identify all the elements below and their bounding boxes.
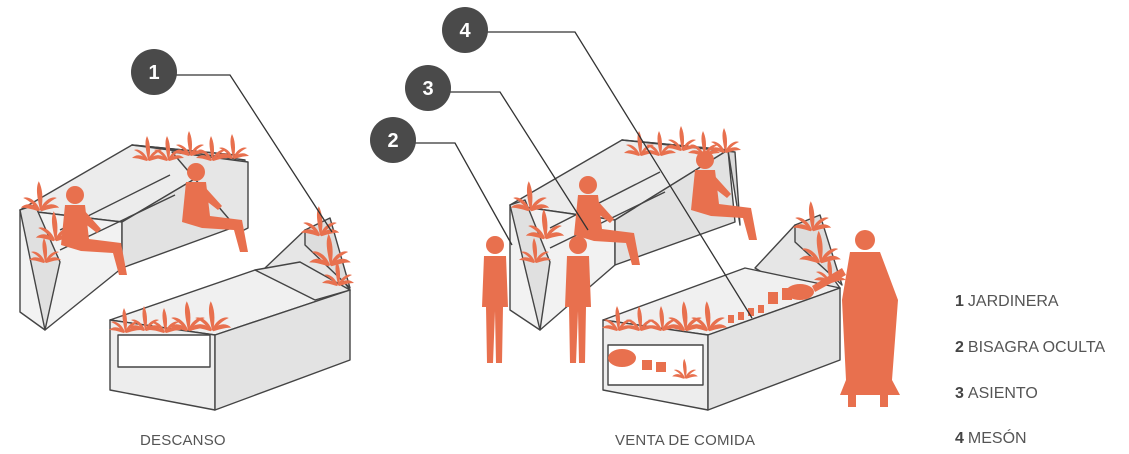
- scene-descanso: [19, 131, 354, 411]
- leader-line-1: [175, 74, 333, 233]
- caption-descanso: DESCANSO: [140, 432, 226, 449]
- legend-label: MESÓN: [967, 430, 1027, 447]
- callout-number-4: 4: [459, 20, 471, 42]
- furniture-venta: [509, 139, 843, 411]
- legend-label: JARDINERA: [967, 293, 1059, 310]
- callout-badge-4: 4: [442, 7, 488, 53]
- legend-number: 1: [955, 293, 964, 310]
- furniture-descanso: [19, 144, 351, 411]
- leader-line-2: [415, 142, 513, 246]
- people-venta: [482, 151, 900, 407]
- scene-venta-de-comida: [482, 126, 900, 411]
- legend-label: BISAGRA OCULTA: [967, 339, 1106, 356]
- callout-number-2: 2: [387, 130, 398, 152]
- legend-number: 2: [955, 339, 964, 356]
- leader-lines: [175, 31, 753, 319]
- callout-badge-1: 1: [131, 49, 177, 95]
- food-items: [608, 284, 814, 379]
- legend-label: ASIENTO: [967, 385, 1038, 402]
- leader-line-3: [448, 91, 589, 231]
- callout-number-1: 1: [148, 62, 159, 84]
- callout-badge-2: 2: [370, 117, 416, 163]
- vendor-figure: [812, 230, 900, 407]
- callout-number-3: 3: [422, 78, 433, 100]
- legend-number: 3: [955, 385, 964, 402]
- caption-venta-de-comida: VENTA DE COMIDA: [615, 432, 756, 449]
- callout-badge-3: 3: [405, 65, 451, 111]
- legend-number: 4: [955, 430, 964, 447]
- leader-line-4: [487, 31, 753, 319]
